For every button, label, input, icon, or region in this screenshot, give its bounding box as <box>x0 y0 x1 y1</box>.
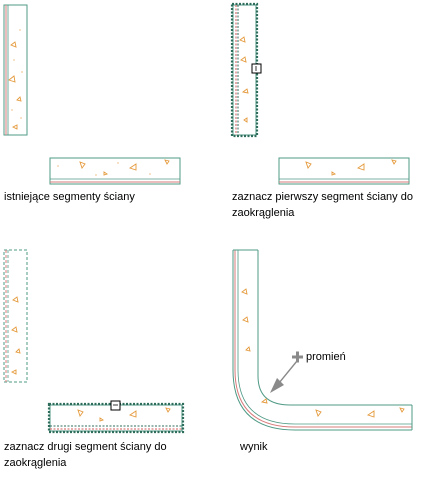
wall-segment-vertical <box>3 4 28 136</box>
panel-select-second <box>3 249 185 434</box>
caption-select-first: zaznacz pierwszy segment ściany do zaokr… <box>232 189 413 221</box>
caption-existing: istniejące segmenty ściany <box>4 189 135 205</box>
caption-line: wynik <box>240 441 268 453</box>
radius-label: promień <box>306 351 346 363</box>
plus-icon <box>292 351 303 363</box>
panel-result: promień <box>232 249 413 431</box>
caption-line: zaznacz drugi segment ściany do <box>4 441 167 453</box>
caption-line: zaokrąglenia <box>4 457 67 469</box>
wall-filleted <box>232 249 413 431</box>
pick-box-icon <box>110 400 121 411</box>
caption-line: zaokrąglenia <box>232 207 295 219</box>
wall-segment-horizontal <box>278 157 410 185</box>
caption-line: zaznacz pierwszy segment ściany do <box>232 191 413 203</box>
pick-box-icon <box>251 63 262 74</box>
caption-select-second: zaznacz drugi segment ściany do zaokrągl… <box>4 439 167 471</box>
panel-select-first <box>230 2 410 185</box>
caption-result: wynik <box>240 439 268 455</box>
panel-existing <box>3 4 181 185</box>
wall-segment-horizontal <box>49 157 181 185</box>
wall-segment-vertical-dimmed <box>3 249 28 383</box>
radius-callout: promień <box>270 351 346 393</box>
caption-line: istniejące segmenty ściany <box>4 191 135 203</box>
hatch-marks <box>8 41 22 130</box>
